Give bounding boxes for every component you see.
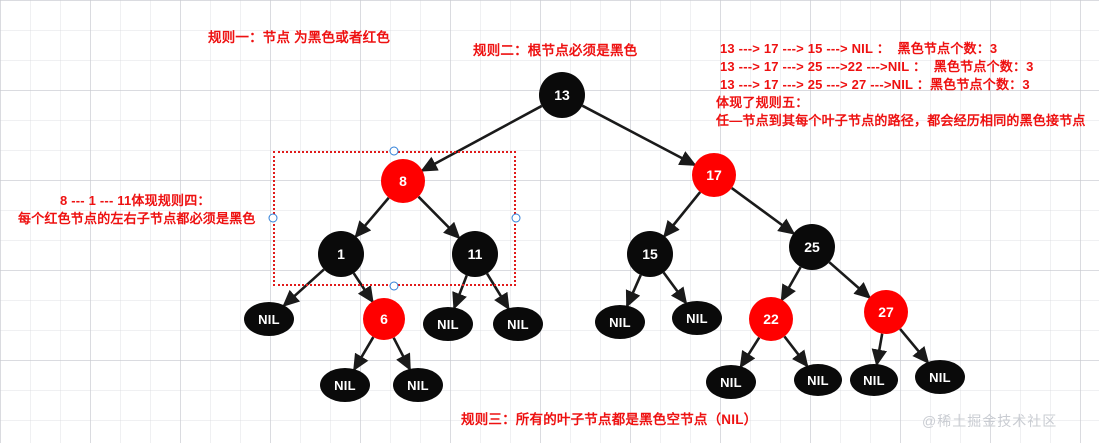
annotation-rule-four-body: 每个红色节点的左右子节点都必须是黑色 — [18, 211, 256, 226]
watermark: @稀土掘金技术社区 — [922, 413, 1058, 429]
selection-handle-left[interactable] — [268, 213, 278, 223]
tree-edge — [780, 266, 802, 302]
tree-edge — [662, 271, 688, 305]
tree-node-6[interactable]: 6 — [363, 298, 405, 340]
annotation-path-three: 13 ---> 17 ---> 25 ---> 27 --->NIL ：黑色节点… — [720, 77, 1030, 92]
selection-handle-bottom[interactable] — [389, 281, 399, 291]
tree-node-nil[interactable]: NIL — [493, 307, 543, 341]
tree-edge — [392, 337, 411, 372]
annotation-rule-one: 规则一：节点 为黑色或者红色 — [208, 30, 391, 45]
annotation-path-one: 13 ---> 17 ---> 15 ---> NIL ： 黑色节点个数：3 — [720, 41, 998, 56]
tree-node-22[interactable]: 22 — [749, 297, 793, 341]
tree-node-nil[interactable]: NIL — [423, 307, 473, 341]
tree-node-nil[interactable]: NIL — [706, 365, 756, 399]
selection-rectangle[interactable] — [273, 151, 516, 286]
tree-node-27[interactable]: 27 — [864, 290, 908, 334]
tree-node-nil[interactable]: NIL — [672, 301, 722, 335]
tree-node-nil[interactable]: NIL — [595, 305, 645, 339]
annotation-path-two: 13 ---> 17 ---> 25 --->22 --->NIL ： 黑色节点… — [720, 59, 1034, 74]
selection-handle-top[interactable] — [389, 146, 399, 156]
tree-node-nil[interactable]: NIL — [915, 360, 965, 394]
selection-handle-right[interactable] — [511, 213, 521, 223]
annotation-rule-four-title: 8 --- 1 --- 11体现规则四： — [60, 193, 211, 208]
annotation-rule-five-body: 任—节点到其每个叶子节点的路径，都会经历相同的黑色接节点 — [716, 113, 1086, 128]
tree-edge — [899, 328, 930, 364]
annotation-rule-two: 规则二：根节点必须是黑色 — [473, 43, 638, 58]
annotation-rule-five-title: 体现了规则五： — [716, 95, 809, 110]
tree-node-8[interactable]: 8 — [381, 159, 425, 203]
tree-edge — [581, 104, 697, 166]
tree-node-13[interactable]: 13 — [539, 72, 585, 118]
tree-edge — [353, 336, 375, 372]
tree-edge — [730, 186, 796, 235]
tree-node-11[interactable]: 11 — [452, 231, 498, 277]
tree-edge — [739, 336, 761, 369]
tree-node-nil[interactable]: NIL — [320, 368, 370, 402]
tree-edge — [871, 333, 888, 367]
tree-edge — [625, 274, 642, 308]
tree-node-1[interactable]: 1 — [318, 231, 364, 277]
tree-node-17[interactable]: 17 — [692, 153, 736, 197]
annotation-rule-three: 规则三：所有的叶子节点都是黑色空节点（NIL） — [461, 412, 758, 427]
tree-edge — [828, 261, 872, 300]
tree-node-15[interactable]: 15 — [627, 231, 673, 277]
tree-edge — [783, 335, 809, 368]
tree-node-25[interactable]: 25 — [789, 224, 835, 270]
tree-node-nil[interactable]: NIL — [393, 368, 443, 402]
tree-node-nil[interactable]: NIL — [794, 364, 842, 396]
tree-edge — [663, 191, 702, 238]
tree-node-nil[interactable]: NIL — [244, 302, 294, 336]
tree-node-nil[interactable]: NIL — [850, 364, 898, 396]
